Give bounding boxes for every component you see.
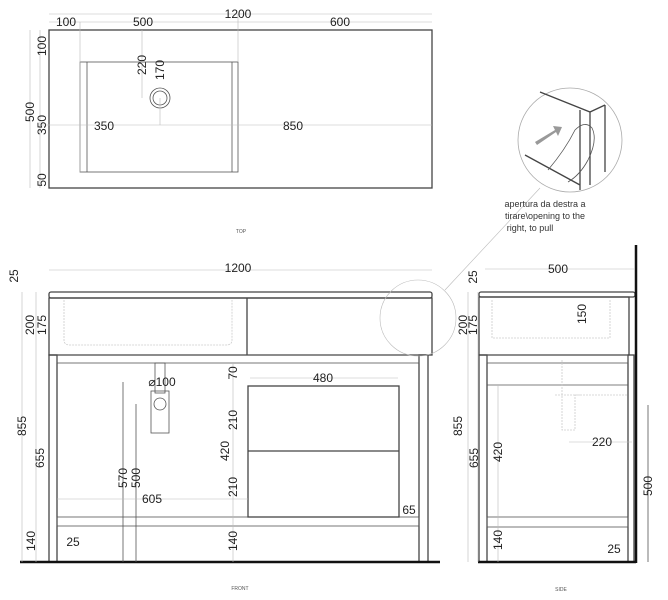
dim-label: 420 bbox=[218, 441, 232, 461]
dim-label: 220 bbox=[135, 55, 149, 75]
dim-label: 100 bbox=[56, 15, 76, 29]
dim-label: 150 bbox=[575, 304, 589, 324]
dim-label: 600 bbox=[330, 15, 350, 29]
dim-label: 480 bbox=[313, 371, 333, 385]
dim-label: 50 bbox=[35, 173, 49, 187]
dim-label: 25 bbox=[66, 535, 80, 549]
dim-label: 210 bbox=[226, 410, 240, 430]
dim-label: 850 bbox=[283, 119, 303, 133]
view-label-front: FRONT bbox=[231, 586, 248, 592]
dim-label: 70 bbox=[226, 366, 240, 380]
dim-label: 500 bbox=[641, 476, 655, 496]
dim-label: 1200 bbox=[225, 261, 252, 275]
dim-label: 175 bbox=[466, 315, 480, 335]
dim-label: 140 bbox=[226, 531, 240, 551]
detail-note-line: tirare\opening to the bbox=[505, 211, 585, 221]
top-view: 100 500 1200 600 100 500 350 50 220 170 … bbox=[23, 7, 433, 235]
dim-label: 350 bbox=[94, 119, 114, 133]
dim-label: 655 bbox=[467, 448, 481, 468]
dim-label: 140 bbox=[24, 531, 38, 551]
dim-label: 65 bbox=[402, 503, 416, 517]
front-shelf bbox=[56, 516, 420, 527]
dim-label: 175 bbox=[35, 315, 49, 335]
dim-label: 420 bbox=[491, 442, 505, 462]
dim-label: 500 bbox=[548, 262, 568, 276]
front-countertop bbox=[48, 291, 433, 299]
dim-label: 605 bbox=[142, 492, 162, 506]
dim-label: 210 bbox=[226, 477, 240, 497]
detail-callout-circle bbox=[379, 279, 457, 357]
dim-label: 25 bbox=[7, 269, 21, 283]
side-countertop bbox=[478, 291, 636, 298]
dim-label: 570 bbox=[116, 468, 130, 488]
detail-note-line: apertura da destra a bbox=[504, 199, 585, 209]
opening-detail: apertura da destra a tirare\opening to t… bbox=[379, 87, 623, 357]
dim-label: 500 bbox=[133, 15, 153, 29]
dim-label: 500 bbox=[129, 468, 143, 488]
front-basin-body bbox=[48, 297, 433, 356]
hand-icon bbox=[547, 124, 595, 183]
pull-arrow-icon bbox=[535, 126, 562, 145]
top-countertop-outline bbox=[48, 29, 433, 189]
view-label-side: SIDE bbox=[555, 587, 567, 593]
dim-label: 1200 bbox=[225, 7, 252, 21]
dim-label: 140 bbox=[491, 530, 505, 550]
view-label-top: TOP bbox=[236, 229, 247, 235]
dim-label: 855 bbox=[451, 416, 465, 436]
dim-label: 25 bbox=[607, 542, 621, 556]
dim-label: ⌀100 bbox=[148, 375, 176, 389]
front-view: 1200 25 200 175 855 655 140 25 570 500 6… bbox=[7, 261, 440, 592]
dim-label: 100 bbox=[35, 36, 49, 56]
siphon-icon bbox=[154, 362, 166, 394]
detail-note-line: right, to pull bbox=[507, 223, 554, 233]
dim-label: 855 bbox=[15, 416, 29, 436]
dim-label: 200 bbox=[23, 315, 37, 335]
side-view: 500 25 200 175 150 855 655 420 220 500 1… bbox=[451, 245, 655, 593]
dim-label: 500 bbox=[23, 102, 37, 122]
dim-label: 200 bbox=[456, 315, 470, 335]
dim-label: 25 bbox=[466, 270, 480, 284]
dim-label: 350 bbox=[35, 115, 49, 135]
dim-label: 655 bbox=[33, 448, 47, 468]
dim-label: 220 bbox=[592, 435, 612, 449]
dim-label: 170 bbox=[153, 60, 167, 80]
